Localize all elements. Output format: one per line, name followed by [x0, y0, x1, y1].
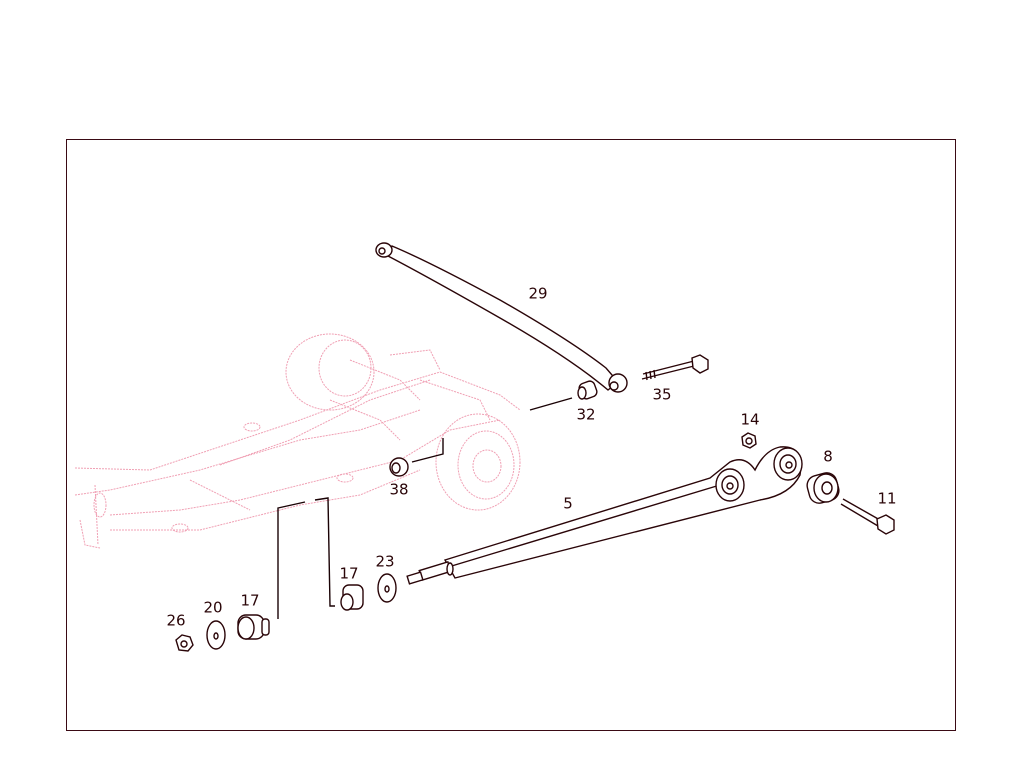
- part-11-bolt[interactable]: [840, 498, 895, 535]
- callout-38: 38: [389, 480, 409, 499]
- callout-26: 26: [166, 611, 186, 630]
- vehicle-frame-ghost: [74, 333, 521, 549]
- part-14-nut[interactable]: [741, 432, 757, 449]
- part-32-bushing[interactable]: [529, 380, 598, 411]
- leader-17b: [314, 497, 335, 607]
- callout-11: 11: [877, 489, 897, 508]
- diagram-frame: [66, 139, 956, 731]
- part-26-nut[interactable]: [175, 634, 194, 652]
- part-23-washer[interactable]: [377, 573, 397, 603]
- callout-14: 14: [740, 410, 760, 429]
- callout-32: 32: [576, 405, 596, 424]
- part-17b-rubber-mount[interactable]: [237, 614, 270, 640]
- part-29-track-rod[interactable]: [375, 242, 628, 393]
- callout-8: 8: [823, 447, 833, 466]
- callout-23: 23: [375, 552, 395, 571]
- part-38-nut[interactable]: [389, 438, 444, 477]
- part-5-trailing-arm[interactable]: [406, 446, 803, 585]
- part-8-bushing[interactable]: [805, 471, 841, 506]
- callout-17b: 17: [240, 591, 260, 610]
- part-35-bolt[interactable]: [641, 354, 709, 381]
- callout-5: 5: [563, 494, 573, 513]
- part-20-washer[interactable]: [206, 620, 226, 650]
- leader-17a: [277, 501, 306, 619]
- callout-35: 35: [652, 385, 672, 404]
- callout-29: 29: [528, 284, 548, 303]
- callout-20: 20: [203, 598, 223, 617]
- callout-17a: 17: [339, 564, 359, 583]
- part-17a-rubber-mount[interactable]: [340, 584, 364, 611]
